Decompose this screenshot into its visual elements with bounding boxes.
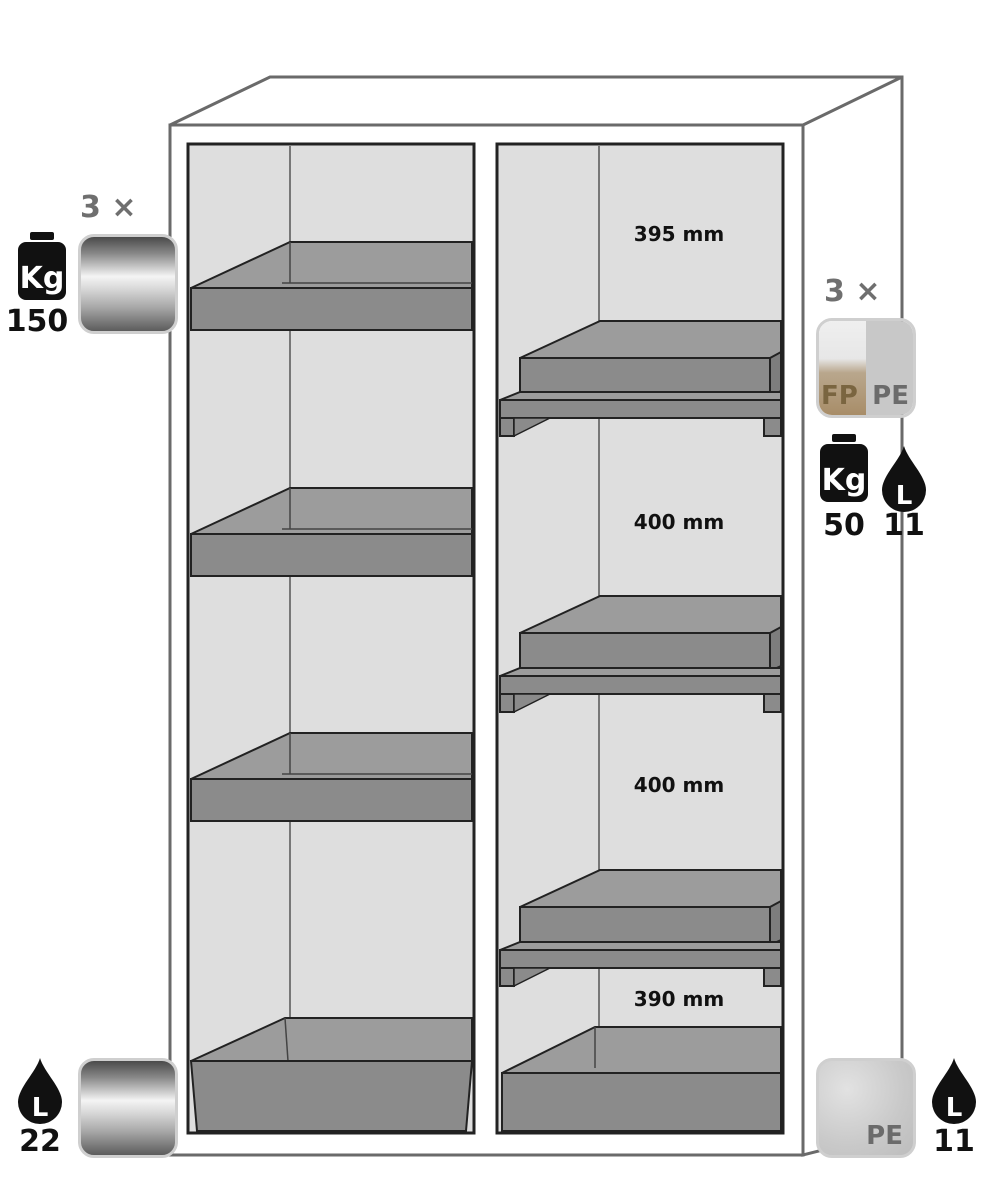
drop-icon: L <box>932 1058 976 1124</box>
left-shelf-tray-3 <box>190 732 473 822</box>
right-tray-volume: 11 <box>883 508 925 543</box>
weight-icon: Kg <box>820 434 868 502</box>
right-bottom-sump <box>501 1026 782 1132</box>
compartment-height-3: 400 mm <box>633 773 725 797</box>
drop-icon: L <box>18 1058 62 1124</box>
left-shelf-count: 3 × <box>80 190 137 225</box>
pe-label: PE <box>866 1121 903 1151</box>
right-shelf-tray-3 <box>499 869 782 988</box>
compartment-height-4: 390 mm <box>633 987 725 1011</box>
steel-sump-swatch <box>78 1058 178 1158</box>
fp-pe-tray-swatch: FP PE <box>816 318 916 418</box>
left-bottom-sump <box>189 1017 474 1132</box>
pe-label: PE <box>872 381 909 411</box>
left-shelf-tray-2 <box>190 487 473 577</box>
fp-label: FP <box>821 381 858 411</box>
left-shelf-load: 150 <box>5 304 69 339</box>
svg-text:L: L <box>32 1093 49 1123</box>
steel-shelf-swatch <box>78 234 178 334</box>
svg-text:Kg: Kg <box>822 463 867 498</box>
left-sump-volume: 22 <box>19 1124 61 1159</box>
pe-material-half: PE <box>866 321 913 415</box>
fp-material-half: FP <box>819 321 866 415</box>
svg-text:L: L <box>946 1093 963 1123</box>
right-tray-count: 3 × <box>824 274 881 309</box>
compartment-height-2: 400 mm <box>633 510 725 534</box>
svg-text:L: L <box>896 481 913 511</box>
left-shelf-tray-1 <box>190 241 473 331</box>
drop-icon: L <box>882 446 926 512</box>
right-tray-load: 50 <box>823 508 865 543</box>
right-sump-volume: 11 <box>933 1124 975 1159</box>
right-shelf-tray-2 <box>499 595 782 714</box>
right-shelf-tray-1 <box>499 320 782 438</box>
pe-sump-swatch: PE <box>816 1058 916 1158</box>
weight-icon: Kg <box>18 232 66 300</box>
svg-text:Kg: Kg <box>20 261 65 296</box>
compartment-height-1: 395 mm <box>633 222 725 246</box>
